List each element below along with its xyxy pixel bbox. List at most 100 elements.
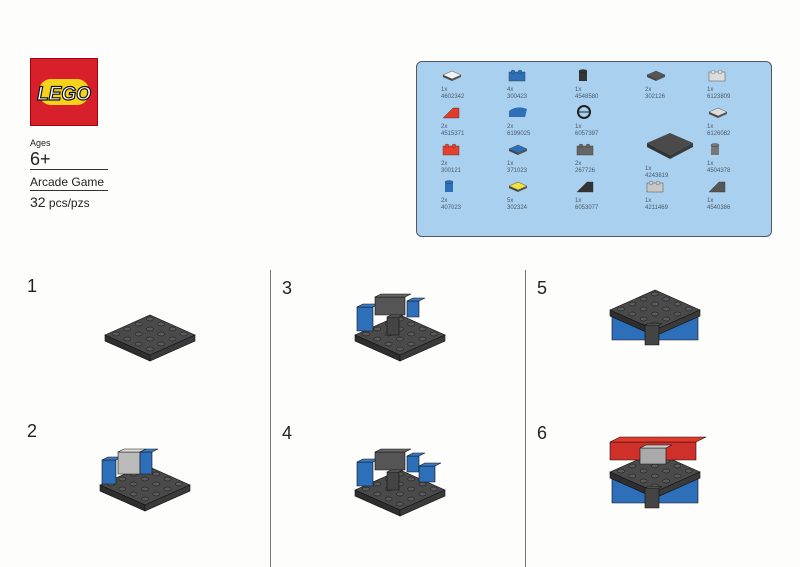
stud — [112, 331, 120, 337]
stud — [407, 341, 415, 347]
stud — [651, 291, 659, 297]
stud — [180, 331, 188, 337]
step-number: 4 — [282, 423, 293, 443]
stud — [146, 346, 154, 352]
stud — [639, 316, 648, 322]
part-small-icon — [707, 142, 730, 161]
stud — [639, 478, 648, 484]
part-bigplate-icon — [645, 131, 695, 166]
blue-brick — [406, 455, 420, 473]
stud — [141, 496, 149, 502]
part-id: 4540386 — [707, 205, 731, 211]
part-id: 6199025 — [507, 131, 531, 137]
part-id: 300121 — [441, 168, 462, 174]
stairs — [644, 324, 660, 346]
part-id: 302324 — [507, 205, 528, 211]
step-1-build — [104, 314, 196, 362]
part-qty: 2x — [441, 124, 448, 130]
svg-text:LEGO: LEGO — [37, 84, 91, 105]
stud — [662, 478, 670, 484]
stud — [418, 481, 427, 487]
stud — [673, 311, 682, 317]
step-number: 2 — [27, 421, 38, 441]
stud — [396, 336, 404, 342]
part-qty: 2x — [575, 161, 582, 167]
stud — [673, 473, 682, 479]
part-id: 4548580 — [575, 94, 599, 100]
stud — [651, 301, 659, 307]
part-id: 6126082 — [707, 131, 731, 137]
part-qty: 5x — [507, 198, 514, 204]
stud — [418, 336, 427, 342]
stud — [168, 336, 177, 342]
stud — [141, 486, 149, 492]
part-qty: 1x — [507, 161, 514, 167]
part-id: 4504378 — [707, 168, 731, 174]
part-slope-icon — [441, 105, 464, 124]
stud — [157, 321, 165, 327]
part-id: 267726 — [575, 168, 596, 174]
piece-count: 32 pcs/pzs — [30, 194, 90, 210]
stud — [129, 481, 138, 487]
stud — [362, 486, 370, 492]
stud — [617, 468, 625, 474]
step-2-build — [99, 448, 191, 512]
stud — [396, 491, 404, 497]
part-plate-icon — [507, 179, 529, 198]
blue-brick — [139, 451, 153, 475]
part-brick-icon — [707, 68, 730, 87]
stud — [628, 473, 637, 479]
divider — [525, 270, 526, 567]
grille-panel — [117, 451, 141, 475]
piece-count-value: 32 — [30, 194, 46, 210]
part-slope-icon — [707, 179, 730, 198]
stud — [118, 486, 127, 492]
stud — [175, 481, 183, 487]
stud — [384, 496, 393, 502]
stud — [628, 301, 637, 307]
stairs-top — [644, 323, 663, 326]
part-qty: 1x — [575, 124, 582, 130]
part-id: 6123809 — [707, 94, 731, 100]
stud — [163, 476, 172, 482]
part-id: 4602342 — [441, 94, 465, 100]
stud — [152, 491, 160, 497]
stud — [673, 301, 682, 307]
stud — [123, 326, 132, 332]
stud — [418, 491, 427, 497]
part-qty: 2x — [645, 87, 652, 93]
grey-bricks — [374, 451, 406, 471]
stud — [685, 306, 693, 312]
part-id: 4211469 — [645, 205, 668, 211]
stud — [373, 481, 382, 487]
stairs-top — [644, 486, 663, 489]
part-slope-icon — [575, 179, 598, 198]
grey-bricks-top — [374, 293, 412, 298]
stud — [651, 463, 659, 469]
part-id: 302126 — [645, 94, 666, 100]
part-qty: 1x — [575, 87, 582, 93]
step-5-build — [609, 289, 701, 346]
part-qty: 1x — [707, 124, 714, 130]
stud — [129, 491, 138, 497]
blue-brick — [356, 461, 374, 487]
part-id: 4515371 — [441, 131, 465, 137]
stud — [639, 468, 648, 474]
part-qty: 1x — [575, 198, 582, 204]
stud — [407, 496, 415, 502]
lego-logo: LEGO — [30, 58, 98, 126]
base-plate-side — [399, 334, 446, 362]
blue-brick-top — [406, 297, 426, 302]
